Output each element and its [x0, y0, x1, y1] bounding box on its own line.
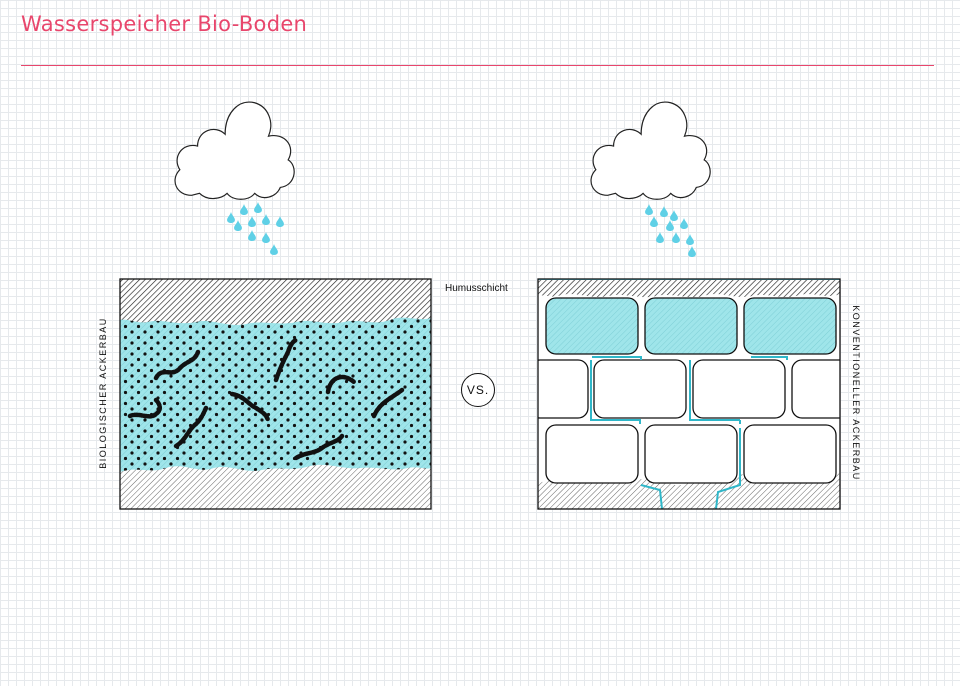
label-humus-layer: Humusschicht [445, 283, 508, 294]
humus-layer [120, 279, 431, 325]
title-divider [21, 65, 934, 66]
page-title: Wasserspeicher Bio-Boden [21, 12, 308, 36]
rain-drops-icon [645, 204, 696, 257]
conventional-soil-panel [538, 279, 840, 509]
versus-label: VS. [466, 383, 490, 397]
cloud-icon [590, 101, 711, 200]
earthworm-icon [127, 337, 405, 461]
bio-soil-panel [120, 279, 431, 509]
label-conventional-farming: KONVENTIONELLER ACKERBAU [851, 305, 861, 481]
humus-layer [538, 279, 840, 298]
rain-drops-icon [227, 202, 284, 255]
cloud-icon [174, 101, 295, 200]
label-biological-farming: BIOLOGISCHER ACKERBAU [98, 317, 108, 469]
versus-badge: VS. [461, 373, 495, 407]
